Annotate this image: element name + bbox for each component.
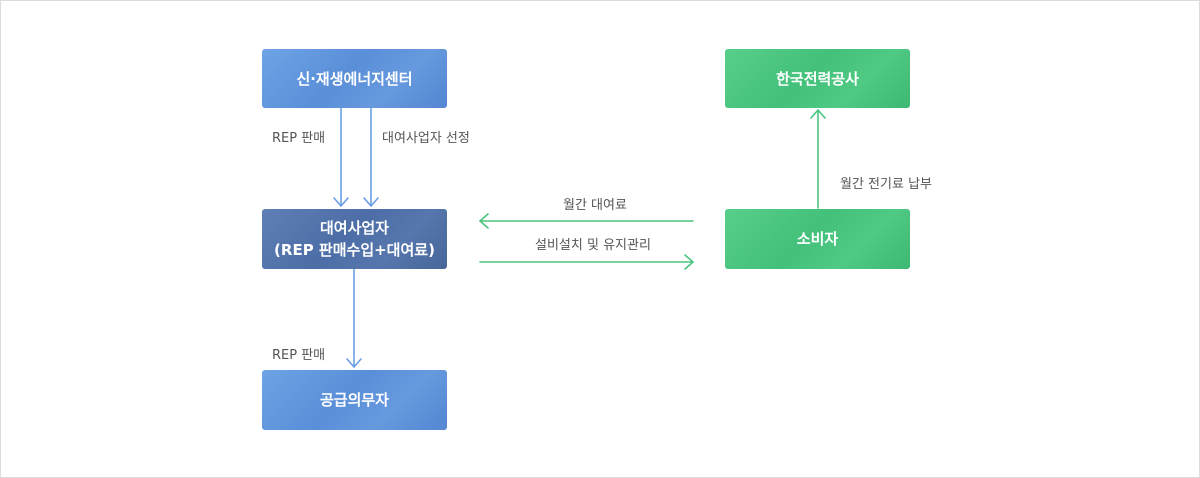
node-leasing-company-label: 대여사업자 xyxy=(319,219,389,237)
arrow-monthly-fee xyxy=(479,213,694,229)
arrow-rep-sale-to-obligor xyxy=(346,268,362,368)
node-leasing-company: 대여사업자 (REP 판매수입+대여료) xyxy=(262,209,447,269)
node-renewable-center: 신·재생에너지센터 xyxy=(262,49,447,108)
edge-label-power-payment: 월간 전기료 납부 xyxy=(840,177,932,192)
node-renewable-center-label: 신·재생에너지센터 xyxy=(296,69,413,88)
arrow-power-payment xyxy=(810,109,826,209)
node-consumer-label: 소비자 xyxy=(796,230,839,248)
node-consumer: 소비자 xyxy=(725,209,910,269)
arrow-leasing-selection xyxy=(363,107,379,207)
node-supply-obligor: 공급의무자 xyxy=(262,370,447,430)
arrow-rep-sale-to-leasing xyxy=(333,107,349,207)
edge-label-leasing-selection: 대여사업자 선정 xyxy=(382,131,470,146)
edge-label-monthly-fee: 월간 대여료 xyxy=(563,198,627,213)
edge-label-install-maintenance: 설비설치 및 유지관리 xyxy=(535,238,651,253)
node-kepco-label: 한국전력공사 xyxy=(776,69,859,88)
arrow-install-maintenance xyxy=(479,254,694,270)
node-kepco: 한국전력공사 xyxy=(725,49,910,108)
edge-label-rep-sale-bottom: REP 판매 xyxy=(272,348,326,363)
node-leasing-company-sublabel: (REP 판매수입+대여료) xyxy=(274,241,435,259)
edge-label-rep-sale-top: REP 판매 xyxy=(272,131,326,146)
node-supply-obligor-label: 공급의무자 xyxy=(319,391,389,409)
